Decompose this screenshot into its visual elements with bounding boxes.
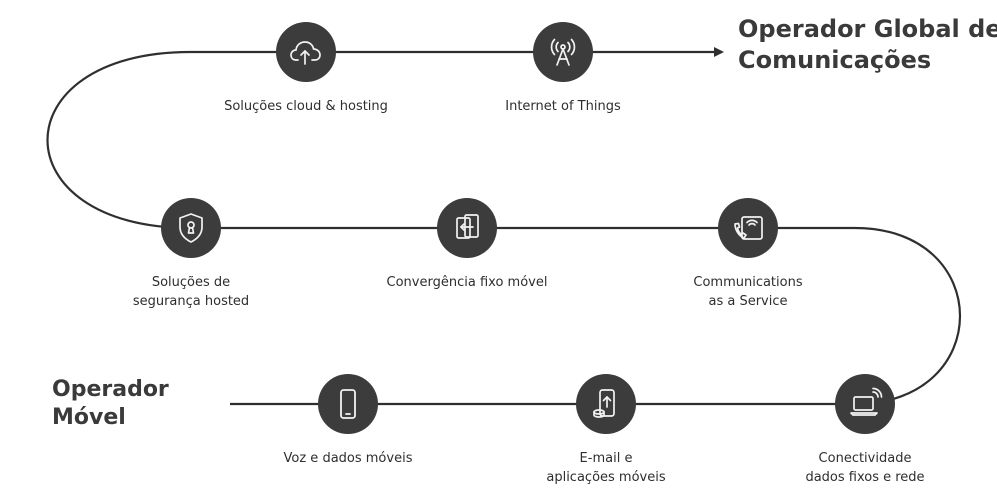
stage-label-cloud: Soluções cloud & hosting [211,98,401,117]
stage-label-line: Conectividade [818,451,912,466]
stage-label-line: as a Service [708,293,788,309]
stage-label-line: Soluções de [151,275,231,290]
title-mobile-operator: Operador Móvel [52,376,169,432]
stage-label-line: E-mail e [579,451,633,466]
stage-label-email: E-mail e aplicações móveis [511,450,701,488]
phone-tablet-icon [734,216,763,240]
stage-label-voz: Voz e dados móveis [253,450,443,469]
stage-node-seguranca [161,198,221,258]
stage-label-seguranca: Soluções de segurança hosted [96,274,286,312]
title-global-line-2: Comunicações [738,45,932,74]
stage-node-email [576,374,636,434]
stage-label-line: aplicações móveis [546,469,666,485]
stage-label-conectividade: Conectividade dados fixos e rede [770,450,960,488]
laptop-wifi-icon [850,387,883,416]
stage-node-conectividade [835,374,895,434]
stage-label-convergencia: Convergência fixo móvel [372,274,562,293]
stage-label-caas: Communications as a Service [653,274,843,312]
title-movel-line-2: Móvel [52,405,126,431]
stage-node-iot [533,22,593,82]
stage-label-line: Internet of Things [505,99,621,114]
stage-node-caas [718,198,778,258]
fixed-mobile-convergence-icon [456,214,479,239]
stage-label-line: Voz e dados móveis [283,451,413,466]
mobile-upload-coins-icon [593,389,615,418]
antenna-signal-icon [550,38,576,66]
stage-label-iot: Internet of Things [468,98,658,117]
shield-lock-icon [179,213,203,243]
stage-label-line: Convergência fixo móvel [386,275,548,290]
cloud-upload-icon [290,41,321,65]
stage-label-line: segurança hosted [132,293,250,309]
smartphone-icon [340,389,356,419]
stage-node-convergencia [437,198,497,258]
stage-label-line: dados fixos e rede [805,469,925,485]
title-global-operator: Operador Global de Comunicações [738,14,997,75]
stage-node-cloud [276,22,336,82]
stage-label-line: Soluções cloud & hosting [224,99,388,114]
stage-node-voz [318,374,378,434]
title-movel-line-1: Operador [52,377,169,402]
stage-label-line: Communications [693,275,803,290]
title-global-line-1: Operador Global de [738,15,997,43]
